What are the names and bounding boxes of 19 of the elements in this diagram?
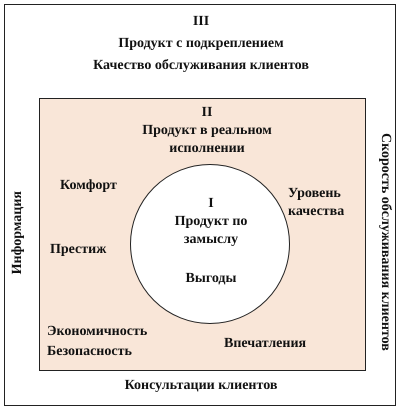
label: Выгоды [184, 270, 238, 288]
label: Консультации клиентов [124, 377, 278, 395]
label: Комфорт [60, 177, 117, 195]
inner-box [39, 98, 366, 371]
title-text: Продукт по замыслу [174, 213, 248, 249]
side-label: Скорость обслуживания клиентов [377, 133, 394, 351]
level-number: II [200, 104, 214, 122]
label: Экономичность [47, 323, 148, 341]
label: Уровень качества [288, 185, 346, 221]
side-label: Информация [9, 191, 26, 274]
label: Впечатления [224, 335, 306, 353]
title-text: Продукт с подкреплением [117, 35, 285, 53]
label: Престиж [50, 241, 106, 259]
title-text: Продукт в реальном исполнении [141, 122, 273, 158]
outer-box [4, 4, 396, 406]
title-text: Качество обслуживания клиентов [92, 57, 310, 75]
level-number: I [207, 195, 215, 213]
level-number: III [192, 13, 210, 31]
label: Безопасность [47, 343, 132, 361]
